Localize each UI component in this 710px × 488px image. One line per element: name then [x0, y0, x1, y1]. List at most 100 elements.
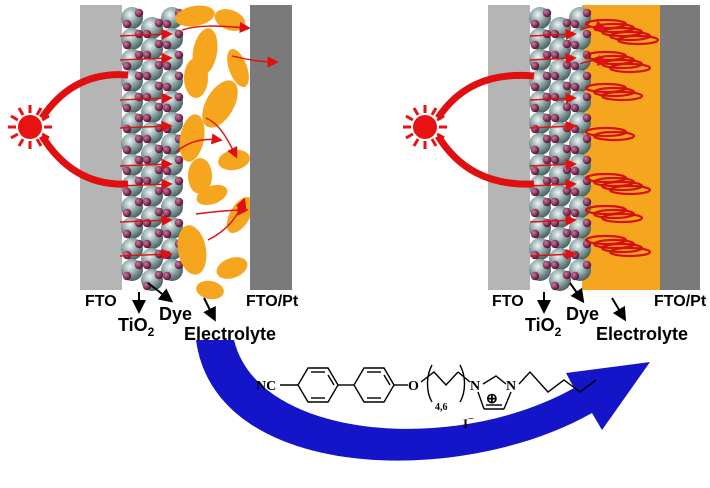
electron-arrow [119, 214, 173, 226]
dye-molecule [174, 176, 184, 186]
electron-arrow [579, 20, 607, 32]
sun-ray [412, 107, 420, 116]
electron-arrow [529, 214, 577, 226]
iodide-anion-label: I− [463, 414, 474, 431]
dye-molecule [530, 40, 540, 50]
electrolyte-particle [202, 80, 238, 128]
dye-molecule [582, 218, 592, 228]
helix-loop [608, 62, 652, 74]
dye-molecule [142, 239, 152, 249]
sun-ray [10, 132, 19, 140]
electron-arrow [231, 55, 279, 68]
sun-ray [17, 138, 25, 147]
dye-molecule [134, 155, 144, 165]
dye-molecule [562, 123, 572, 133]
left-tio2-layer [121, 7, 184, 291]
left-dye-label: Dye [159, 304, 192, 324]
dye-molecule [562, 165, 572, 175]
ether-oxygen-label: O [408, 379, 419, 394]
dye-molecule [570, 82, 580, 92]
right-fto-layer [488, 5, 530, 290]
electron-arrow [119, 92, 173, 104]
dye-molecule [550, 134, 560, 144]
electron-arrow [181, 21, 251, 33]
electron-arrow [529, 52, 577, 64]
dye-molecule [154, 270, 164, 280]
nitrile-group-label: NC [256, 379, 276, 394]
dye-molecule [134, 8, 144, 18]
electrolyte-particle [196, 280, 224, 300]
sun-ray [405, 132, 414, 140]
dye-molecule [134, 239, 144, 249]
dye-molecule [142, 92, 152, 102]
dye-molecule [142, 260, 152, 270]
dye-molecule [550, 71, 560, 81]
dye-molecule [550, 155, 560, 165]
dye-molecule [154, 144, 164, 154]
electrolyte-particle [188, 158, 212, 194]
dye-molecule [530, 166, 540, 176]
dye-molecule [122, 40, 132, 50]
dye-molecule [154, 228, 164, 238]
electrolyte-particle [214, 9, 246, 31]
right-tio2-label: TiO2 [525, 315, 562, 339]
dye-molecule [142, 29, 152, 39]
dye-molecule [122, 61, 132, 71]
dye-molecule [162, 19, 172, 29]
dye-molecule [570, 208, 580, 218]
dye-molecule [174, 50, 184, 60]
dye-molecule [162, 166, 172, 176]
dye-molecule [530, 208, 540, 218]
electrolyte-particle [177, 225, 207, 275]
dye-molecule [122, 19, 132, 29]
electrolyte-particle [175, 5, 215, 27]
electron-arrow [195, 204, 249, 216]
right-light-arrows [435, 71, 535, 188]
dye-molecule [122, 82, 132, 92]
dye-molecule [562, 228, 572, 238]
dye-molecule [542, 8, 552, 18]
dye-molecule [582, 260, 592, 270]
right-fto-pt-layer [660, 5, 700, 290]
dye-molecule [162, 229, 172, 239]
dye-molecule [154, 102, 164, 112]
electron-arrow [207, 197, 247, 241]
dye-molecule [142, 113, 152, 123]
electron-arrow [529, 120, 577, 132]
dye-molecule [550, 176, 560, 186]
right-dye-label: Dye [566, 304, 599, 324]
left-fto-layer [80, 5, 122, 290]
dye-molecule [570, 166, 580, 176]
dye-molecule [562, 102, 572, 112]
dye-molecule [134, 218, 144, 228]
dye-molecule [542, 71, 552, 81]
dye-molecule [542, 239, 552, 249]
dye-molecule [142, 218, 152, 228]
dye-molecule [142, 134, 152, 144]
sun-core [413, 115, 437, 139]
helix-loop [600, 212, 644, 224]
dye-molecule [174, 113, 184, 123]
dye-molecule [542, 155, 552, 165]
dye-molecule [570, 271, 580, 281]
dye-molecule [122, 250, 132, 260]
sun-ray [17, 107, 25, 116]
dye-molecule [122, 271, 132, 281]
sun-ray [412, 138, 420, 147]
positive-charge-icon: ⊕ [486, 392, 498, 407]
dye-molecule [542, 197, 552, 207]
dye-molecule [562, 39, 572, 49]
dye-molecule [154, 165, 164, 175]
electron-arrow [119, 28, 173, 40]
dye-molecule [550, 29, 560, 39]
dye-molecule [562, 81, 572, 91]
dye-molecule [542, 29, 552, 39]
dye-molecule [570, 145, 580, 155]
left-tio2-label: TiO2 [118, 315, 155, 339]
dye-molecule [582, 71, 592, 81]
right-electron-arrows [529, 20, 609, 260]
dye-molecule [562, 186, 572, 196]
electrolyte-particle [218, 149, 250, 171]
dye-molecule [154, 207, 164, 217]
